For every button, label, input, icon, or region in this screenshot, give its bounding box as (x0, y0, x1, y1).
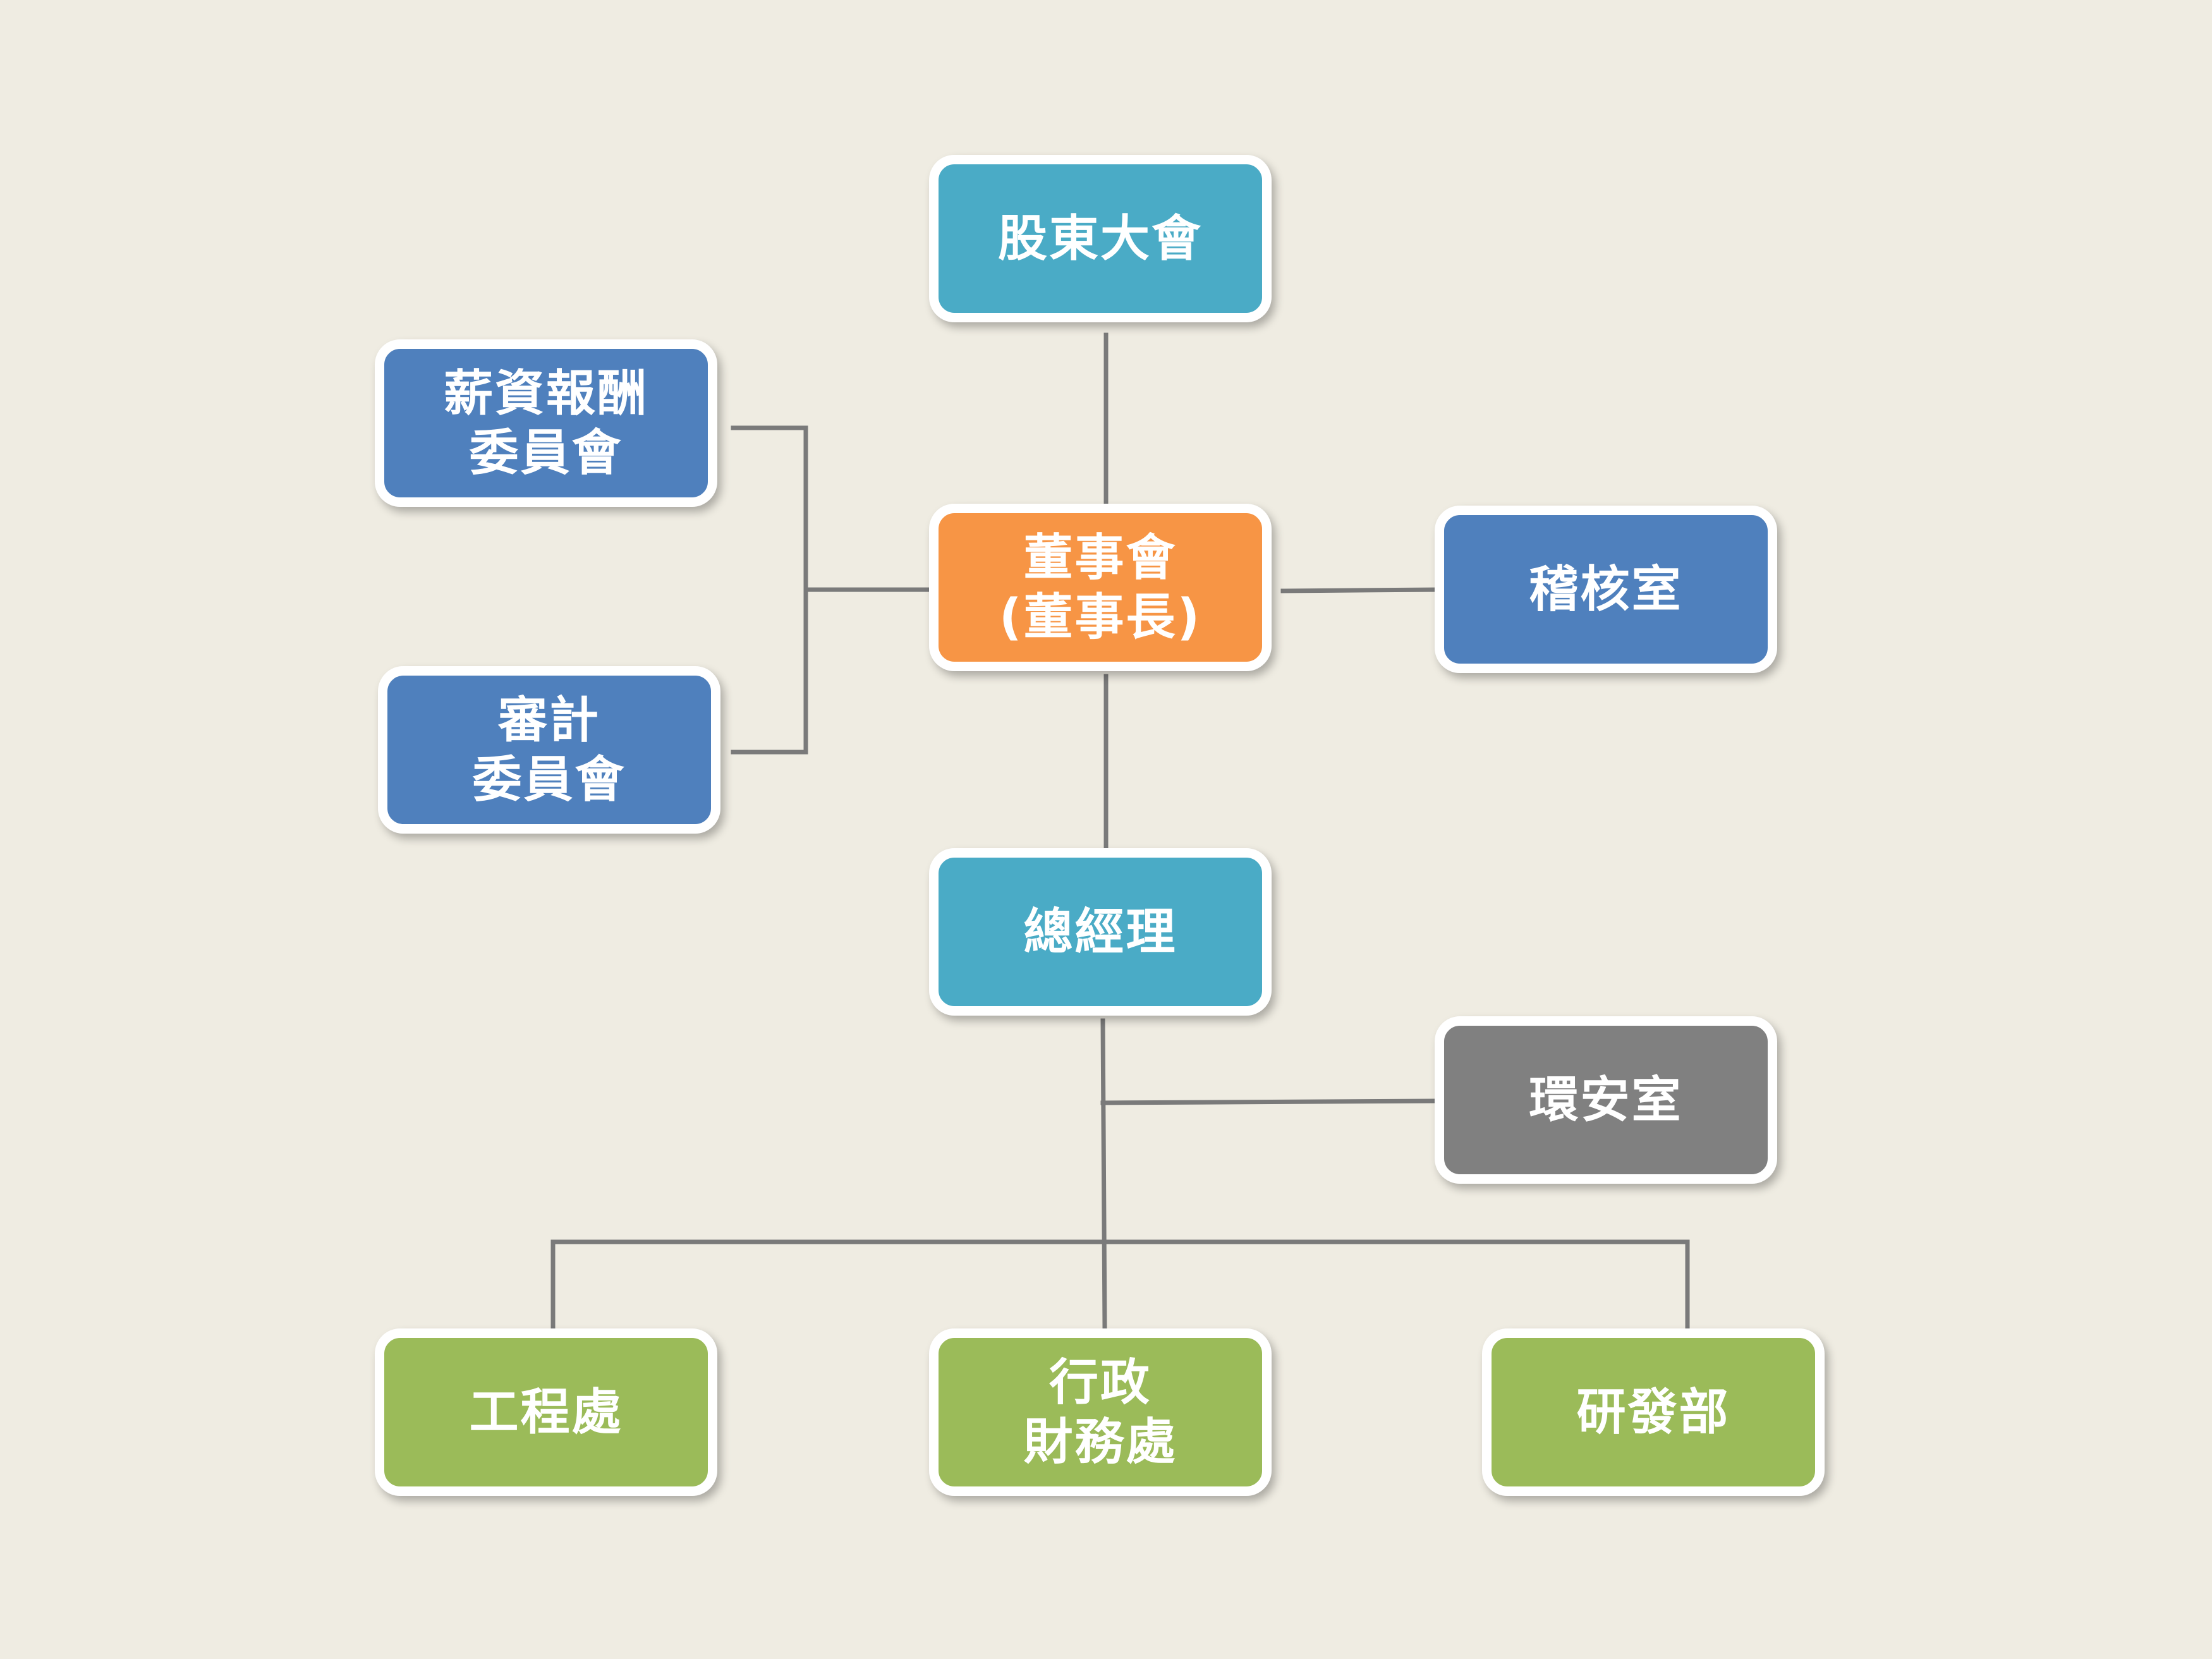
connector-env-safety (1100, 1098, 1437, 1105)
node-label-line-1: 行政 (1048, 1354, 1152, 1411)
connector-general-manager-trunk (1100, 1018, 1107, 1330)
node-audit-committee: 審計 委員會 (378, 666, 720, 834)
node-label-line-1: 董事會 (1023, 529, 1177, 586)
node-internal-audit-office: 稽核室 (1435, 506, 1777, 673)
node-label: 環安室 (1529, 1071, 1683, 1129)
node-label-line-2: 財務處 (1023, 1413, 1177, 1471)
node-label-line-2: 委員會 (469, 424, 623, 482)
node-label: 股東大會 (997, 210, 1203, 267)
node-general-manager: 總經理 (929, 848, 1272, 1016)
node-rnd-dept: 研發部 (1482, 1328, 1825, 1496)
node-engineering-dept: 工程處 (375, 1328, 717, 1496)
node-label-line-2: 委員會 (472, 751, 626, 808)
node-shareholders-meeting: 股東大會 (929, 155, 1272, 322)
connector-departments-bar (550, 1239, 1690, 1330)
node-compensation-committee: 薪資報酬 委員會 (375, 339, 717, 507)
node-label: 研發部 (1576, 1383, 1730, 1441)
node-label: 工程處 (469, 1383, 623, 1441)
connector-board-committees (731, 425, 808, 755)
node-label-line-1: 薪資報酬 (443, 365, 648, 422)
node-board-of-directors: 董事會 (董事長) (929, 504, 1272, 671)
node-label-line-1: 審計 (497, 691, 600, 749)
node-label-line-2: (董事長) (999, 588, 1202, 646)
node-admin-finance-dept: 行政 財務處 (929, 1328, 1272, 1496)
node-label: 總經理 (1023, 903, 1177, 961)
connector-board-internal-audit (1280, 587, 1437, 593)
node-env-safety-office: 環安室 (1435, 1016, 1777, 1184)
node-label: 稽核室 (1529, 561, 1683, 618)
